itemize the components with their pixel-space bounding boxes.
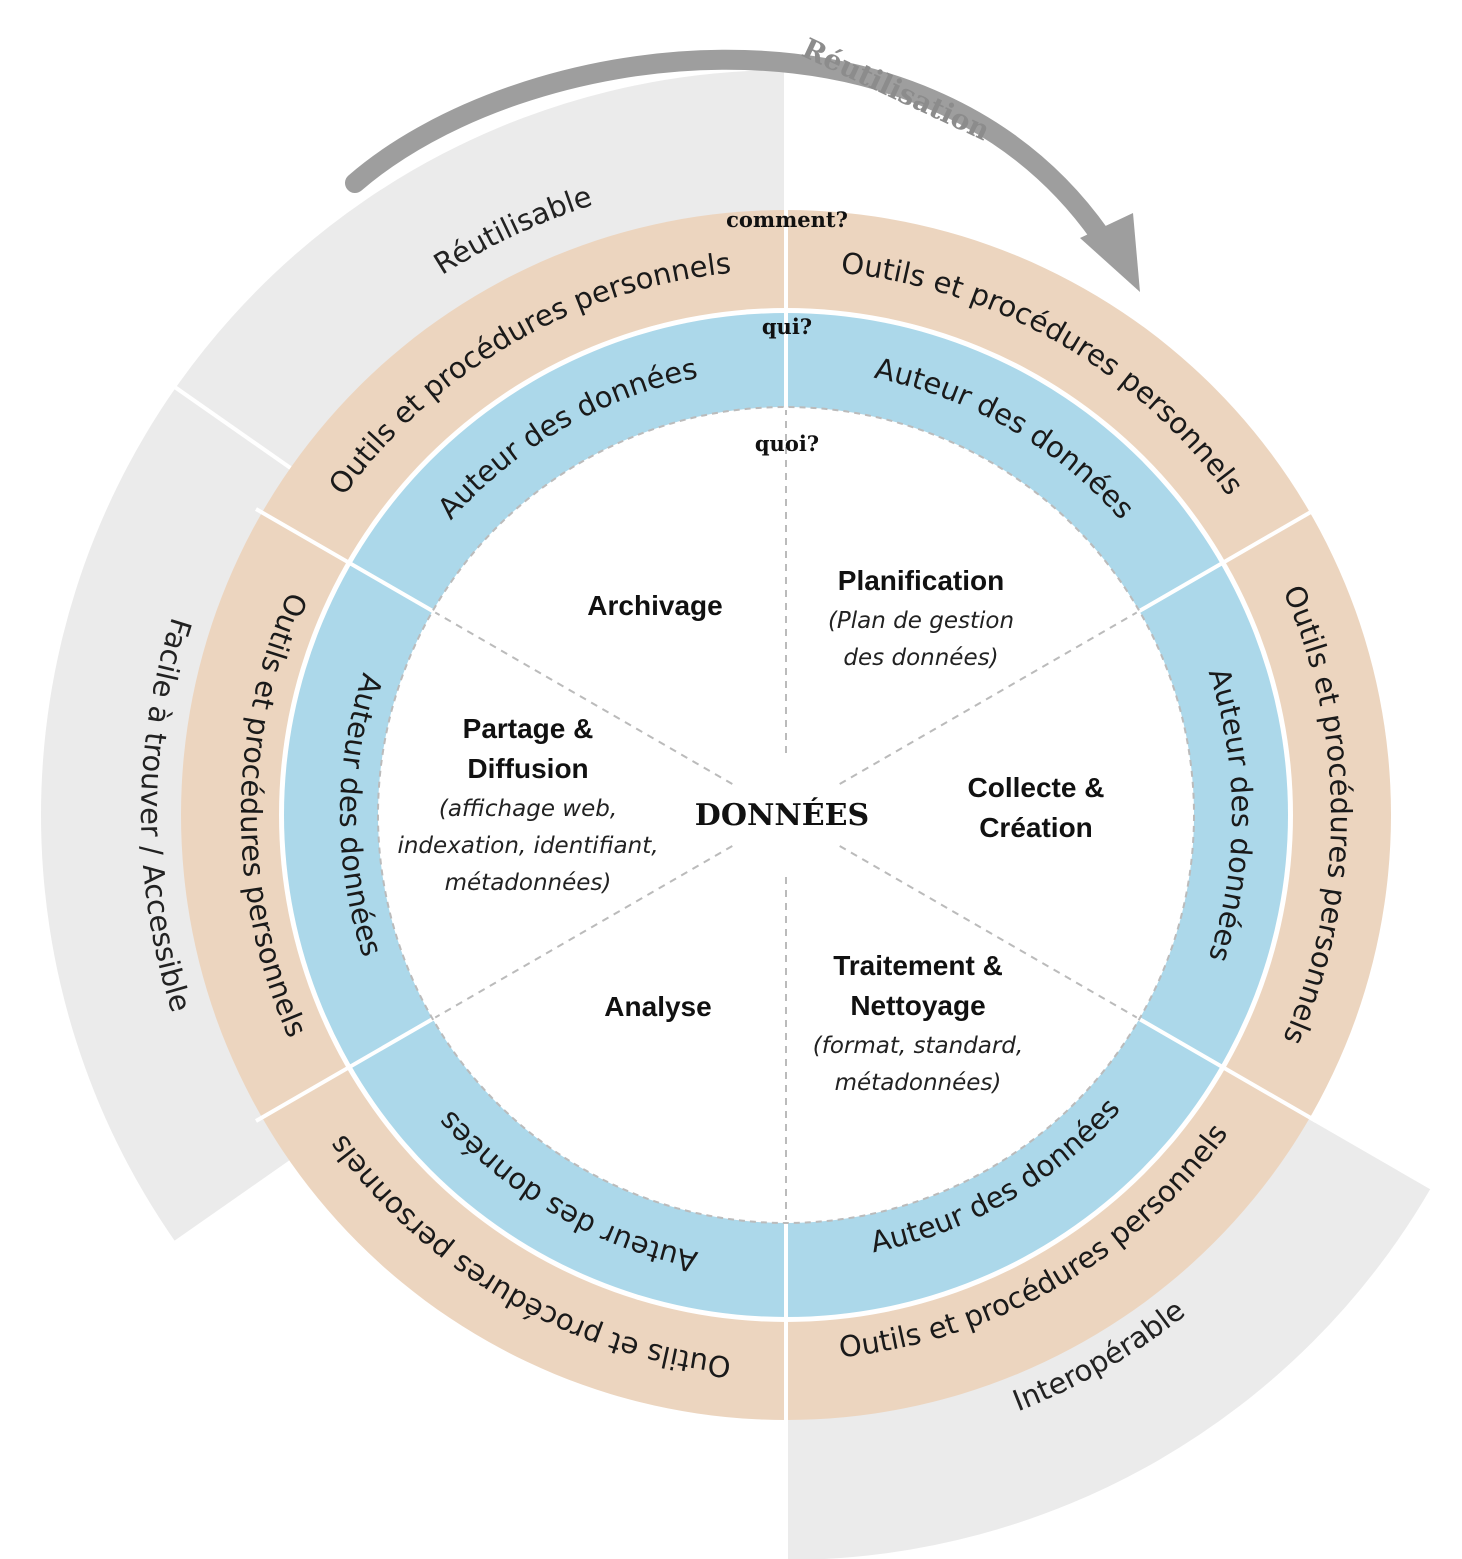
sector-divider <box>1118 507 1318 625</box>
center-label: DONNÉES <box>695 797 869 833</box>
sector-divider <box>254 1005 454 1123</box>
phase-collecte: Collecte & Création <box>968 772 1105 843</box>
phase-divider <box>839 845 1138 1019</box>
question-who: qui? <box>762 314 812 339</box>
data-core: DONNÉES <box>377 406 1195 1224</box>
lifecycle-phases: Archivage Planification (Plan de gestion de… <box>397 565 1104 1096</box>
phase-title: Archivage <box>587 590 722 621</box>
phase-detail: des données) <box>843 645 998 671</box>
phase-detail: métadonnées) <box>835 1070 1002 1096</box>
reuse-arrowhead <box>1080 213 1140 292</box>
center-disc <box>377 406 1195 1224</box>
phase-detail: métadonnées) <box>445 870 612 896</box>
interoperable-band <box>786 1100 1432 1559</box>
phase-detail: (format, standard, <box>813 1033 1023 1059</box>
phase-divider <box>839 611 1138 785</box>
phase-archivage: Archivage <box>587 590 722 621</box>
phase-detail: (affichage web, <box>439 796 617 822</box>
phase-divider <box>434 845 733 1019</box>
reuse-arrow-shaft <box>345 49 1110 245</box>
phase-title: Création <box>979 812 1093 843</box>
phase-analyse: Analyse <box>604 991 711 1022</box>
phase-title: Partage & <box>463 713 594 744</box>
phase-partage: Partage & Diffusion (affichage web, indexat… <box>397 713 658 896</box>
phase-title: Traitement & <box>833 950 1003 981</box>
phase-title: Diffusion <box>467 753 588 784</box>
phase-detail: (Plan de gestion <box>828 608 1014 634</box>
phase-traitement: Traitement & Nettoyage (format, standard, m… <box>813 950 1023 1096</box>
phase-title: Planification <box>838 565 1004 596</box>
reuse-label: Réutilisation <box>797 32 995 148</box>
question-what: quoi? <box>755 431 819 456</box>
phase-title: Nettoyage <box>850 990 985 1021</box>
question-how: comment? <box>726 207 848 232</box>
phase-title: Collecte & <box>968 772 1105 803</box>
phase-detail: indexation, identifiant, <box>397 833 658 859</box>
reuse-arrow <box>345 49 1140 292</box>
phase-title: Analyse <box>604 991 711 1022</box>
phase-planification: Planification (Plan de gestion des données… <box>828 565 1014 671</box>
sector-divider <box>1118 1005 1318 1123</box>
sector-divider <box>254 507 454 625</box>
reusable-band <box>175 70 787 489</box>
phase-divider <box>434 611 733 785</box>
